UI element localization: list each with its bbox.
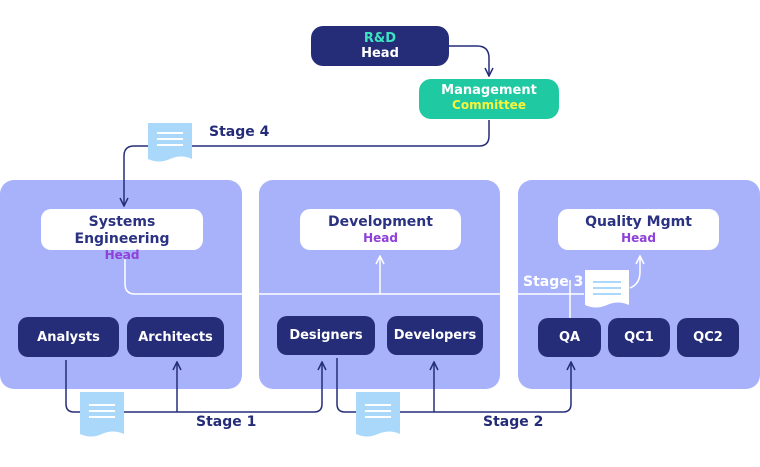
- development-head: Development Head: [300, 209, 461, 250]
- architects-node: Architects: [127, 317, 224, 357]
- systems-engineering-sub: Head: [104, 248, 140, 262]
- quality-mgmt-sub: Head: [621, 231, 656, 245]
- systems-engineering-head: Systems Engineering Head: [41, 209, 203, 262]
- connector-stage1: [65, 360, 322, 413]
- connector-stage3: [124, 252, 584, 295]
- stage-2-label: Stage 2: [483, 414, 544, 430]
- connector-stage2: [336, 358, 571, 413]
- stage-4-label: Stage 4: [209, 124, 270, 140]
- rd-head-line1: R&D: [363, 31, 397, 46]
- development-title: Development: [328, 214, 433, 230]
- stage-1-label: Stage 1: [196, 414, 257, 430]
- development-sub: Head: [363, 231, 398, 245]
- connector-stage4: [124, 120, 490, 206]
- qc1-node: QC1: [608, 318, 670, 357]
- rd-head-node: R&D Head: [311, 26, 449, 66]
- document-icon: [80, 392, 124, 437]
- systems-engineering-title: Systems Engineering: [74, 214, 170, 247]
- designers-node: Designers: [277, 316, 375, 355]
- management-committee-node: Management Committee: [419, 79, 559, 119]
- document-icon: [356, 392, 400, 437]
- committee-line2: Committee: [452, 98, 526, 112]
- quality-mgmt-title: Quality Mgmt: [585, 214, 692, 230]
- rd-head-line2: Head: [361, 46, 399, 61]
- analysts-node: Analysts: [18, 317, 119, 357]
- qa-node: QA: [538, 318, 601, 357]
- committee-line1: Management: [441, 83, 537, 98]
- quality-mgmt-head: Quality Mgmt Head: [558, 209, 719, 250]
- qc2-node: QC2: [677, 318, 739, 357]
- developers-node: Developers: [387, 316, 483, 355]
- stage-3-label: Stage 3: [523, 274, 584, 290]
- document-icon: [585, 270, 629, 308]
- connector-rd-to-committee: [448, 45, 489, 76]
- document-icon: [148, 123, 192, 162]
